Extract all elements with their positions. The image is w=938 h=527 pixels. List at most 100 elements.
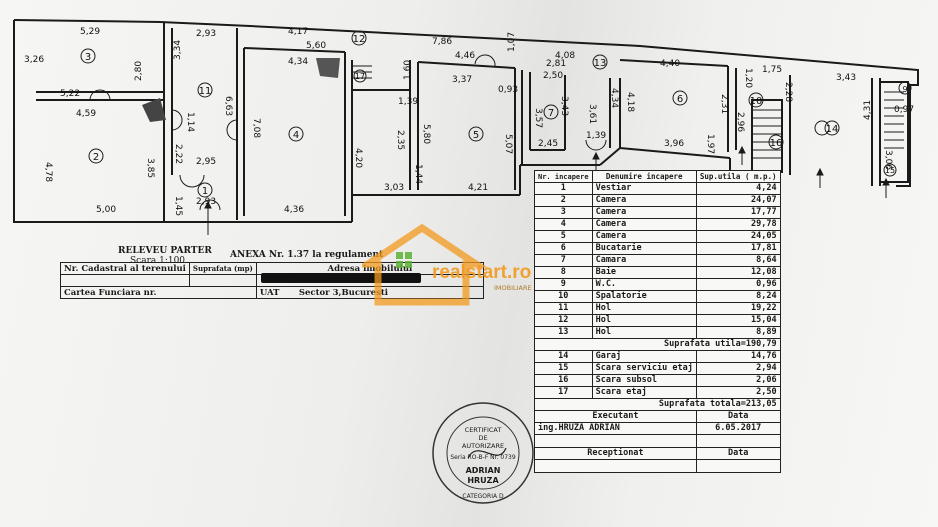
legend-cell-sup: 17,77 [695, 206, 781, 219]
dim-label: 1,45 [173, 196, 183, 216]
dim-label: 7,08 [251, 118, 261, 138]
room-number: 13 [594, 58, 607, 69]
legend-cell-sup: 8,24 [695, 290, 781, 303]
legend-cell-sup: 19,22 [695, 302, 781, 315]
dim-label: 4,31 [863, 100, 873, 120]
dim-label: 3,85 [145, 158, 155, 178]
logo-text: realstart.ro [432, 262, 532, 283]
dim-label: 1,14 [185, 112, 195, 132]
legend-cell-nr: 13 [534, 326, 593, 339]
dim-label: 5,07 [503, 134, 513, 154]
cad-sector-value: Sector 3,Bucuresti [298, 287, 389, 298]
stamp-seal-icon [432, 402, 534, 504]
legend-cell-nr: 6 [534, 242, 593, 255]
cad-blank [188, 274, 257, 287]
dim-label: 3,96 [664, 139, 684, 149]
cad-suprafata-label: Suprafata (mp) [188, 262, 257, 275]
legend-cell-den: Camara [591, 254, 697, 267]
legend-cell-den: Scara serviciu etaj [591, 362, 697, 375]
legend-cell-den: Camera [591, 206, 697, 219]
stamp-de: DE [478, 434, 488, 442]
room-number: 11 [199, 86, 212, 97]
legend-data-label: Data [695, 410, 781, 423]
room-number: 17 [355, 72, 365, 81]
stamp-certificat: CERTIFICAT [464, 426, 502, 434]
legend-cell-nr: 1 [534, 182, 593, 195]
legend-cell-den: Hol [591, 302, 697, 315]
dim-label: 1,07 [507, 32, 517, 52]
legend-cell-den: Scara etaj [591, 386, 697, 399]
cad-blank [60, 274, 190, 287]
dim-label: 2,93 [196, 197, 216, 207]
stamp-name1: ADRIAN [465, 466, 501, 475]
dim-label: 5,00 [96, 205, 116, 215]
legend-header-nr: Nr. incapere [534, 170, 593, 183]
dim-label: 4,34 [288, 57, 308, 67]
dim-label: 3,26 [24, 55, 44, 65]
cad-nr-label: Nr. Cadastral al terenului [60, 262, 190, 275]
annex-label: ANEXA Nr. 1.37 la regulament [230, 250, 384, 260]
room-number: 4 [293, 130, 299, 141]
room-number: 12 [353, 34, 366, 45]
dim-label: 4,46 [455, 51, 475, 61]
legend-cell-den: Baie [591, 266, 697, 279]
legend-cell-nr: 12 [534, 314, 593, 327]
dim-label: 1,75 [762, 65, 782, 75]
legend-cell-sup: 8,89 [695, 326, 781, 339]
dim-label: 1,44 [413, 164, 423, 184]
plan-scale: Scara 1:100 [130, 256, 186, 266]
legend-header-den: Denumire incapere [591, 170, 697, 183]
legend-cell-den: Camera [591, 230, 697, 243]
legend-data2-label: Data [695, 447, 781, 460]
dim-label: 7,86 [432, 37, 452, 47]
dim-label: 3,03 [384, 183, 404, 193]
room-number: 9 [902, 85, 907, 94]
legend-cell-nr: 11 [534, 302, 593, 315]
legend-blank [695, 459, 781, 473]
dim-label: 3,43 [559, 96, 569, 116]
cad-adresa-text: Adresa imobilului [327, 263, 413, 274]
legend-cell-den: Bucatarie [591, 242, 697, 255]
legend-cell-nr: 8 [534, 266, 593, 279]
dim-label: 3,43 [836, 73, 856, 83]
dim-label: 1,20 [743, 68, 753, 88]
dim-label: 5,29 [80, 27, 100, 37]
legend-cell-nr: 3 [534, 206, 593, 219]
legend-cell-nr: 2 [534, 194, 593, 207]
legend-cell-sup: 2,94 [695, 362, 781, 375]
legend-cell-den: W.C. [591, 278, 697, 291]
dim-label: 4,21 [468, 183, 488, 193]
room-number: 5 [473, 130, 479, 141]
stamp-autorizare: AUTORIZARE [461, 442, 505, 450]
dim-label: 4,20 [353, 148, 363, 168]
dim-label: 1,39 [586, 131, 606, 141]
plan-title: RELEVEU PARTER [118, 246, 212, 256]
legend-cell-sup: 4,24 [695, 182, 781, 195]
legend-cell-nr: 16 [534, 374, 593, 387]
logo-subtext: IMOBILIARE [494, 284, 532, 292]
dim-label: 0,93 [498, 85, 518, 95]
legend-cell-den: Vestiar [591, 182, 697, 195]
legend-cell-sup: 12,08 [695, 266, 781, 279]
dim-label: 2,95 [196, 157, 216, 167]
dim-label: 5,60 [306, 41, 326, 51]
dim-label: 2,96 [735, 112, 745, 132]
stamp-seria: Seria RO-B-F Nr. 0739 [450, 454, 516, 461]
room-number: 6 [677, 94, 683, 105]
legend-cell-nr: 14 [534, 350, 593, 363]
legend-cell-sup: 0,96 [695, 278, 781, 291]
dim-label: 3,57 [533, 108, 543, 128]
legend-engineer: ing.HRUZA ADRIAN [534, 422, 697, 435]
